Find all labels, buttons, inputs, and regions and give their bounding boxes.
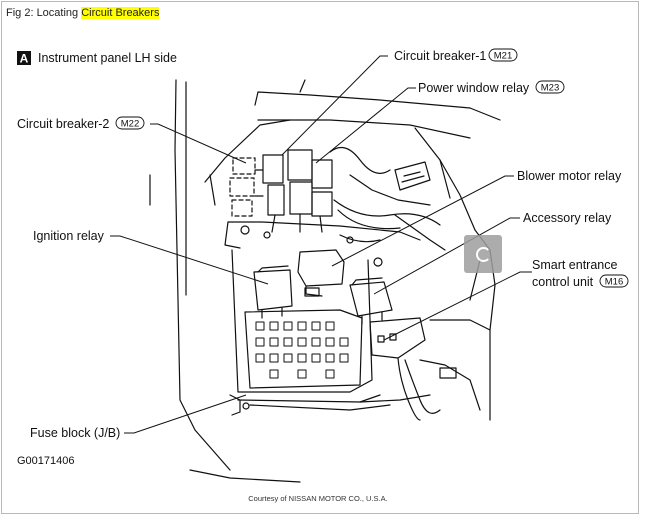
label-fuse-block: Fuse block (J/B) xyxy=(30,426,120,440)
code-m21: M21 xyxy=(494,51,512,62)
label-blower-motor-relay: Blower motor relay xyxy=(517,169,622,183)
loading-spinner-icon xyxy=(464,235,502,273)
code-m22: M22 xyxy=(121,119,139,130)
caption-prefix: Fig 2: Locating xyxy=(6,7,82,19)
view-letter-badge: A xyxy=(17,51,31,66)
view-letter: A xyxy=(20,52,29,66)
code-m23: M23 xyxy=(541,83,559,94)
figure-caption: Fig 2: Locating Circuit Breakers xyxy=(6,7,160,19)
code-m16: M16 xyxy=(605,277,623,288)
caption-highlight: Circuit Breakers xyxy=(81,7,160,19)
leader-lines xyxy=(110,55,532,434)
label-control-unit: control unit xyxy=(532,275,594,289)
label-circuit-breaker-2: Circuit breaker-2 xyxy=(17,117,109,131)
label-ignition-relay: Ignition relay xyxy=(33,229,105,243)
view-title: Instrument panel LH side xyxy=(38,51,177,65)
code-badge-m23 xyxy=(535,80,565,94)
code-badge-m16 xyxy=(599,274,629,288)
figure-id: G00171406 xyxy=(17,455,75,467)
code-badge-m21 xyxy=(488,48,518,62)
figure-frame xyxy=(1,1,639,514)
label-circuit-breaker-1: Circuit breaker-1 xyxy=(394,49,486,63)
component-line-art xyxy=(149,79,501,483)
code-badge-m22 xyxy=(115,116,145,130)
label-smart-entrance: Smart entrance xyxy=(532,258,618,272)
label-accessory-relay: Accessory relay xyxy=(523,211,612,225)
image-credit: Courtesy of NISSAN MOTOR CO., U.S.A. xyxy=(248,494,388,503)
label-power-window-relay: Power window relay xyxy=(418,81,530,95)
